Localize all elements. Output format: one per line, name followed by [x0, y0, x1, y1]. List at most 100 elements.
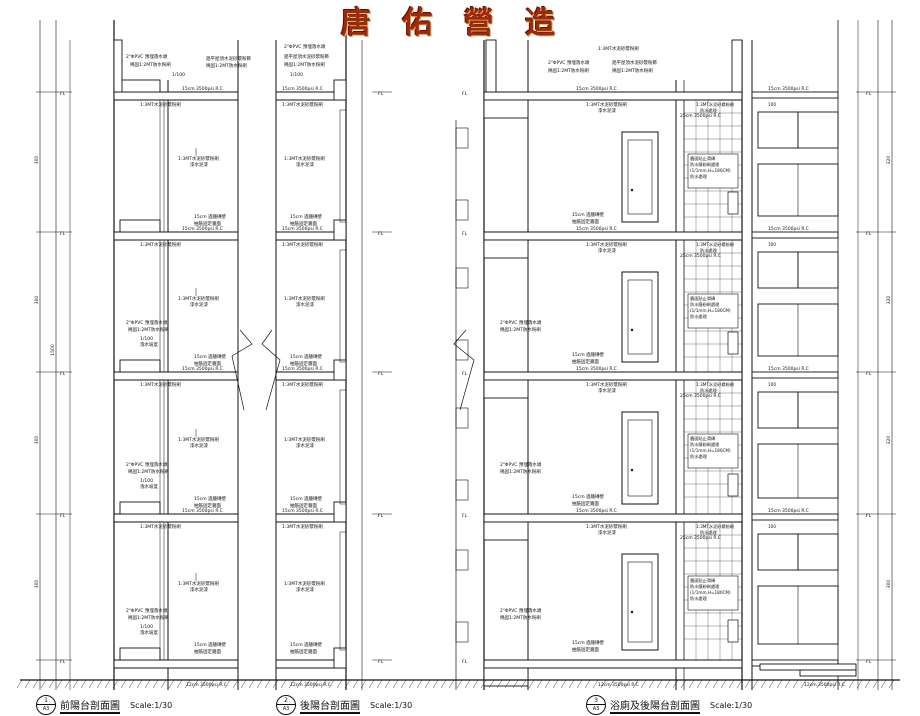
window: [757, 533, 799, 571]
ground-hatch: [16, 679, 23, 689]
balcony-parapet: [119, 219, 161, 233]
paint-note: 漆水泥漆: [296, 586, 314, 593]
dimension-label: 300: [34, 580, 40, 589]
ground-hatch: [192, 679, 199, 689]
gutter-note: 搗固1:2MT防水粉刷: [612, 67, 653, 74]
slab-label: 15cm 3500psi R.C: [282, 226, 323, 232]
bath-ceiling-note: 防水處理: [700, 529, 718, 536]
ground-hatch: [528, 679, 535, 689]
floor-slab: [113, 231, 239, 241]
beam: [483, 521, 529, 541]
slab-label-25: 25cm 3500psi R.C: [680, 113, 721, 119]
caption-scale: Scale:1/30: [710, 700, 753, 710]
floor-level-mark: FL: [378, 371, 384, 377]
ground-hatch: [224, 679, 231, 689]
door: [621, 131, 659, 223]
dimension-label: 320: [886, 296, 892, 305]
ground-hatch: [864, 679, 871, 689]
beam: [483, 239, 529, 259]
title-char: 營: [463, 6, 498, 41]
ground-hatch: [848, 679, 855, 689]
ground-hatch: [56, 679, 63, 689]
floor-level-mark: FL: [60, 659, 66, 665]
ground-hatch: [408, 679, 415, 689]
brick-wall-note: 15cm 過牆磚壁: [572, 493, 605, 500]
floor-level-mark: FL: [866, 91, 872, 97]
ground-hatch: [384, 679, 391, 689]
wall-finish-note: 1:3MT水泥砂漿粉刷: [284, 155, 325, 162]
floor-slab: [113, 371, 239, 381]
entry-step: [759, 663, 857, 671]
bath-ceiling-note: 防水處理: [700, 387, 718, 394]
ground-hatch: [264, 679, 271, 689]
wall-finish-note: 1:3MT水泥砂漿粉刷: [284, 295, 325, 302]
company-title-banner: 唐 佑 營 造: [330, 2, 570, 41]
ground-hatch: [480, 679, 487, 689]
ground-hatch: [512, 679, 519, 689]
floor-level-mark: FL: [378, 513, 384, 519]
ground-hatch: [592, 679, 599, 689]
bath-note: 防水處理: [690, 313, 708, 320]
wall-finish-note: 1:3MT水泥砂漿粉刷: [586, 381, 627, 388]
floor-slab: [483, 91, 743, 101]
brick-wall-note: 15cm 過牆磚壁: [194, 213, 227, 220]
ground-hatch: [416, 679, 423, 689]
ceiling-note: 1:3MT水泥砂漿粉刷: [282, 241, 323, 248]
brick-wall-note: 15cm 過牆磚壁: [290, 641, 323, 648]
dimension-label: 320: [886, 436, 892, 445]
brick-note: 抽筋固定牆面: [290, 648, 317, 655]
bath-note: 防水處理: [690, 453, 708, 460]
ground-hatch: [368, 679, 375, 689]
toilet: [727, 619, 739, 643]
ground-hatch: [712, 679, 719, 689]
ground-hatch: [800, 679, 807, 689]
ground-hatch: [672, 679, 679, 689]
ground-hatch: [152, 679, 159, 689]
drain-slope-note: 洩水坡度: [140, 341, 158, 348]
wall-finish-note: 1:3MT水泥砂漿粉刷: [284, 580, 325, 587]
ceiling-note: 1:3MT水泥砂漿粉刷: [140, 381, 181, 388]
ground-hatch: [288, 679, 295, 689]
balcony-parapet: [119, 79, 161, 93]
drain-fill-note: 搗固1:2MT防水粉刷: [128, 614, 169, 621]
bath-ceiling-note: 1:3MT水泥砂漿粉刷: [696, 381, 734, 388]
door-knob: [630, 188, 634, 192]
parapet-beam: [333, 359, 347, 381]
ground-hatch: [640, 679, 647, 689]
ground-hatch: [784, 679, 791, 689]
floor-slab: [113, 659, 239, 669]
drain-pipe-note: 2"ΦPVC 預埋落水頭: [126, 607, 168, 614]
ground-slab-label: 12cm 3500psi R.C: [598, 682, 639, 688]
window: [757, 251, 799, 289]
dimension-label: 300: [34, 436, 40, 445]
ground-hatch: [440, 679, 447, 689]
parapet-beam: [333, 219, 347, 241]
slab-label: 15cm 3500psi R.C: [576, 366, 617, 372]
slab-label: 15cm 3500psi R.C: [576, 226, 617, 232]
brick-wall-note: 15cm 過牆磚壁: [572, 211, 605, 218]
roof-parapet: [113, 39, 123, 93]
bath-note-box: [687, 575, 739, 611]
floor-level-mark: FL: [866, 371, 872, 377]
ground-hatch: [496, 679, 503, 689]
brick-wall-note: 15cm 過牆磚壁: [290, 213, 323, 220]
drain-fill-note: 搗固1:2MT防水粉刷: [128, 468, 169, 475]
brick-note: 抽筋固定牆面: [194, 360, 221, 367]
ground-hatch: [64, 679, 71, 689]
drain-fill-note: 搗固1:2MT防水粉刷: [548, 67, 589, 74]
ground-hatch: [328, 679, 335, 689]
dimension-label: 100: [768, 242, 776, 247]
exterior-slab: [751, 371, 839, 379]
bath-note-box: [687, 433, 739, 469]
drain-slope: 1/100: [140, 478, 153, 484]
rear-railing: [339, 109, 347, 223]
ground-hatch: [792, 679, 799, 689]
title-char: 佑: [402, 6, 437, 41]
ground-hatch: [656, 679, 663, 689]
ground-hatch: [544, 679, 551, 689]
ground-hatch: [664, 679, 671, 689]
ground-hatch: [816, 679, 823, 689]
ground-hatch: [752, 679, 759, 689]
toilet: [727, 191, 739, 215]
